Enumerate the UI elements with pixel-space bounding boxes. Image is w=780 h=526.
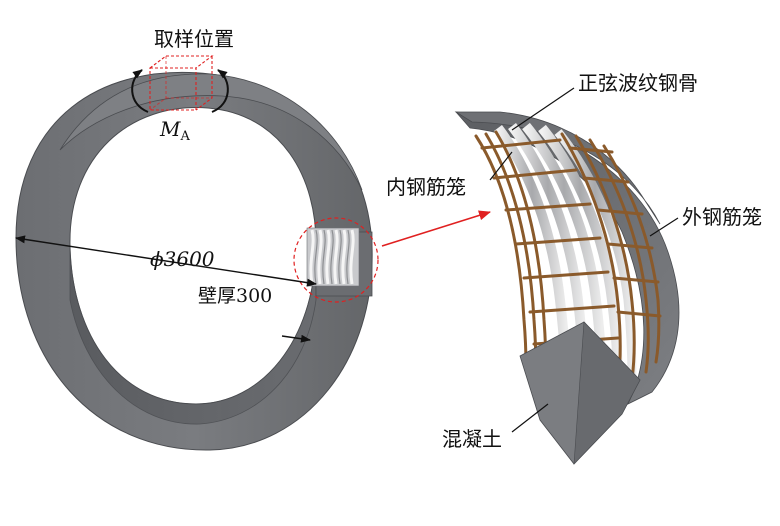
inner-rebar-cage	[474, 130, 620, 378]
section-front-wedge-shade	[573, 321, 641, 465]
diameter-label: ϕ3600	[150, 247, 215, 271]
moment-label: MA	[159, 117, 190, 144]
ring-embedded-steel	[306, 227, 360, 287]
moment-subscript: A	[179, 129, 190, 144]
detail-callout-circle	[293, 217, 379, 303]
diameter-dimension-line	[15, 235, 317, 287]
wall-thickness-arrows	[281, 334, 311, 343]
section-detail	[454, 111, 680, 465]
concrete-label: 混凝土	[442, 427, 502, 451]
inner-cage-label: 内钢筋笼	[386, 175, 466, 199]
curved-arrow-icon	[131, 69, 229, 113]
moment-symbol: M	[159, 117, 181, 141]
dashed-cube-icon	[149, 55, 214, 111]
label-leaders	[489, 87, 679, 433]
sinusoidal-steel-label: 正弦波纹钢骨	[578, 71, 698, 95]
outer-cage-label: 外钢筋笼	[682, 205, 762, 229]
wall-thickness-label: 壁厚300	[198, 285, 272, 307]
detail-arrow	[381, 210, 491, 247]
sampling-position-label: 取样位置	[154, 27, 234, 51]
